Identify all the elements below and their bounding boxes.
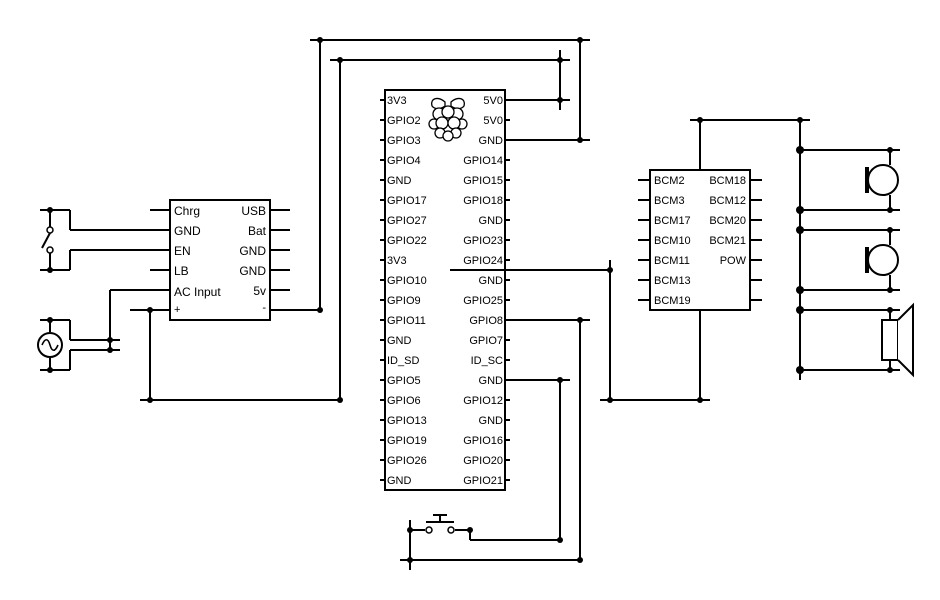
speaker-icon [881,302,914,378]
pi-pin-label: GND [479,275,504,287]
bcm-pin-label: BCM18 [709,175,746,187]
pi-pin-label: GPIO7 [469,335,503,347]
pi-pin-label: 3V3 [387,95,407,107]
pi-pin-label: GPIO4 [387,155,421,167]
pi-pin-label: GPIO21 [463,475,503,487]
pi-pin-label: 5V0 [483,95,503,107]
pi-pin-label: GND [387,475,412,487]
microphone-icon [865,164,899,196]
junctions [47,37,893,563]
charger-minus-label: - [262,302,266,314]
pi-pin-label: 3V3 [387,255,407,267]
pi-pin-stubs [380,99,510,481]
pi-pin-label: ID_SD [387,355,419,367]
pi-pin-label: ID_SC [471,355,503,367]
charger-pin-stubs [150,209,290,291]
charger-left-labels: Chrg GND EN LB AC Input + [174,204,221,316]
ac-source-icon [37,332,63,358]
microphone-icon [865,244,899,276]
pi-pin-label: GND [479,415,504,427]
charger-pin-label: Chrg [174,204,200,218]
bcm-pin-label: BCM17 [654,215,691,227]
pi-pin-label: GPIO9 [387,295,421,307]
bcm-pin-label: BCM21 [709,235,746,247]
bcm-pin-label: POW [720,255,747,267]
bcm-pin-stubs [638,179,762,301]
pi-pin-label: GPIO20 [463,455,503,467]
pi-pin-label: GPIO16 [463,435,503,447]
pi-pin-label: GPIO5 [387,375,421,387]
bcm-pin-label: BCM3 [654,195,685,207]
pi-pin-label: GPIO25 [463,295,503,307]
pi-pin-label: GPIO18 [463,195,503,207]
bcm-pin-label: BCM20 [709,215,746,227]
bcm-pin-label: BCM12 [709,195,746,207]
charger-pin-label: AC Input [174,285,221,299]
pi-pin-label: GPIO19 [387,435,427,447]
pi-pin-label: 5V0 [483,115,503,127]
pi-pin-label: GND [479,375,504,387]
charger-pin-label: 5v [253,284,266,298]
bcm-pin-label: BCM10 [654,235,691,247]
charger-pin-label: EN [174,244,191,258]
pi-pin-label: GPIO26 [387,455,427,467]
charger-pin-label: LB [174,264,189,278]
pi-left-pin-labels: 3V3GPIO2GPIO3GPIO4GNDGPIO17GPIO27GPIO223… [387,95,427,487]
pi-pin-label: GPIO13 [387,415,427,427]
charger-pin-label: USB [241,204,266,218]
charger-pin-label: GND [239,244,266,258]
bcm-pin-label: BCM11 [654,255,690,267]
pi-pin-label: GPIO23 [463,235,503,247]
pi-pin-label: GND [479,135,504,147]
raspberry-pi-header: 3V3GPIO2GPIO3GPIO4GNDGPIO17GPIO27GPIO223… [380,89,510,491]
pi-pin-label: GPIO15 [463,175,503,187]
charger-pin-label: Bat [248,224,267,238]
pi-pin-label: GPIO17 [387,195,427,207]
pi-right-pin-labels: 5V05V0GNDGPIO14GPIO15GPIO18GNDGPIO23GPIO… [463,95,503,487]
pi-pin-label: GPIO22 [387,235,427,247]
bcm-pin-label: BCM13 [654,275,691,287]
pi-pin-label: GPIO12 [463,395,503,407]
raspberry-pi-logo-icon [428,97,468,142]
pi-pin-label: GPIO24 [463,255,503,267]
pi-pin-label: GPIO14 [463,155,503,167]
charger-module: Chrg GND EN LB AC Input + USB Bat GND GN… [150,199,290,321]
charger-pin-label: GND [174,224,201,238]
pi-pin-label: GPIO27 [387,215,427,227]
bcm-pin-label: BCM19 [654,295,691,307]
push-button-icon [410,514,470,534]
pi-pin-label: GND [479,215,504,227]
pi-pin-label: GPIO10 [387,275,427,287]
pi-pin-label: GPIO8 [469,315,503,327]
pi-pin-label: GND [387,175,412,187]
pi-pin-label: GPIO6 [387,395,421,407]
pi-pin-label: GPIO2 [387,115,421,127]
charger-right-labels: USB Bat GND GND 5v - [239,204,266,314]
charger-pin-label: GND [239,264,266,278]
pi-pin-label: GND [387,335,412,347]
charger-plus-label: + [174,304,180,316]
pi-pin-label: GPIO3 [387,135,421,147]
switch-icon [41,226,54,254]
bcm-pin-label: BCM2 [654,175,685,187]
pi-pin-label: GPIO11 [387,315,426,327]
